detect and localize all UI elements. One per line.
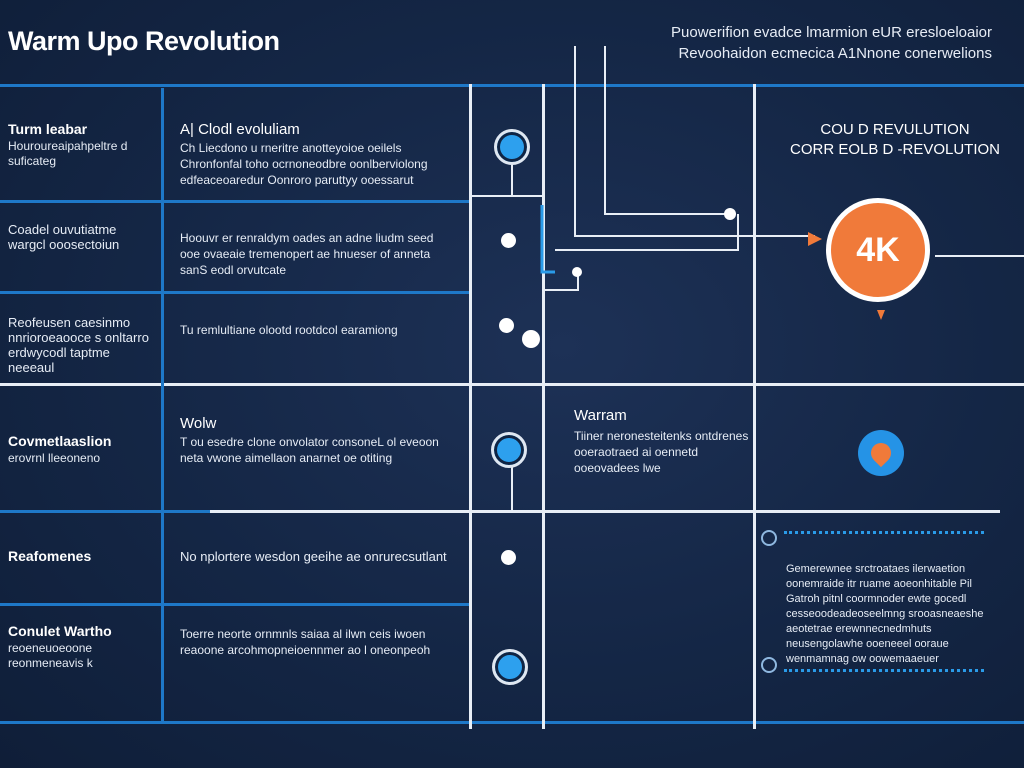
header-note-line-1: Puowerifion evadce lmarmion eUR eresloel… — [671, 24, 992, 41]
grid-line-row-2 — [0, 291, 470, 294]
grid-line-row-1 — [0, 200, 470, 203]
row-4-description: Wolw T ou esedre clone onvolator consone… — [180, 416, 455, 466]
row-5-label-title: Reafomenes — [8, 548, 92, 564]
row-4-label-body: erovrnl lleeoneno — [8, 451, 101, 465]
right-description-title: Warram — [574, 407, 627, 424]
panel-ring-bottom — [761, 657, 777, 673]
grid-column-2 — [469, 84, 472, 729]
grid-line-top — [0, 84, 1024, 87]
page-title: Warm Upo Revolution — [8, 26, 280, 56]
row-6-label: Conulet Wartho reoeneuoeoone reonmeneavi… — [8, 624, 156, 671]
right-description: Warram Tiiner neronesteitenks ontdrenes … — [574, 408, 754, 476]
row-4-description-title: Wolw — [180, 415, 217, 432]
right-title: COU D REVULUTION CORR EOLB D -REVOLUTION — [770, 120, 1020, 160]
row-2-description-body: Hoouvr er renraldym oades an adne liudm … — [180, 231, 434, 277]
row-5-label: Reafomenes — [8, 549, 156, 566]
row-1-label: Turm leabar Houroureaipahpeltre d sufica… — [8, 122, 156, 169]
panel-dotted-line-bottom — [784, 669, 984, 672]
right-panel-text: Gemerewnee srctroataes ilerwaetion oonem… — [786, 563, 984, 665]
header-note: Puowerifion evadce lmarmion eUR eresloel… — [671, 22, 992, 64]
grid-line-row-4 — [0, 510, 210, 513]
resolution-badge: 4K — [826, 198, 930, 302]
grid-column-4 — [753, 84, 756, 729]
timeline-node-4 — [491, 432, 527, 468]
row-1-label-title: Turm leabar — [8, 121, 88, 137]
right-title-line-1: COU D REVULUTION — [820, 121, 970, 138]
timeline-node-6 — [492, 649, 528, 685]
row-5-description-body: No nplortere wesdon geeihe ae onrurecsut… — [180, 549, 447, 564]
row-1-description-title: A| Clodl evoluliam — [180, 121, 300, 138]
right-title-line-2: CORR EOLB D -REVOLUTION — [789, 141, 1001, 158]
row-2-label-body: Coadel ouvutiatme wargcl ooosectoiun — [8, 222, 120, 252]
grid-line-row-5 — [0, 603, 470, 606]
timeline-dot-3a — [499, 318, 514, 333]
row-4-label: Covmetlaaslion erovrnl lleeoneno — [8, 434, 156, 466]
row-1-label-body: Houroureaipahpeltre d suficateg — [8, 139, 128, 168]
grid-line-middle — [0, 383, 1024, 386]
row-3-label-body: Reofeusen caesinmo nnrioroeaooce s onlta… — [8, 315, 149, 375]
grid-column-1 — [161, 88, 164, 722]
grid-line-row-4-right — [210, 510, 1000, 513]
row-1-description-body: Ch Liecdono u rneritre anotteyoioe oeile… — [180, 141, 428, 187]
connector-dot-a — [724, 208, 736, 220]
row-3-description: Tu remlultiane olootd rootdcol earamiong — [180, 322, 455, 338]
right-description-body: Tiiner neronesteitenks ontdrenes ooeraot… — [574, 429, 749, 475]
row-2-description: Hoouvr er renraldym oades an adne liudm … — [180, 230, 455, 278]
row-3-label: Reofeusen caesinmo nnrioroeaooce s onlta… — [8, 315, 156, 375]
header-note-line-2: Revoohaidon ecmecica A1Nnone conerwelion… — [678, 45, 992, 62]
location-pin-icon — [858, 430, 904, 476]
connector-dot-b — [572, 267, 582, 277]
timeline-dot-3b — [522, 330, 540, 348]
row-1-description: A| Clodl evoluliam Ch Liecdono u rneritr… — [180, 122, 455, 188]
row-4-label-title: Covmetlaaslion — [8, 433, 112, 449]
grid-line-bottom — [0, 721, 1024, 724]
panel-ring-top — [761, 530, 777, 546]
row-6-label-title: Conulet Wartho — [8, 623, 112, 639]
row-6-description: Toerre neorte ornmnls saiaa al ilwn ceis… — [180, 626, 455, 658]
panel-dotted-line-top — [784, 531, 984, 534]
timeline-dot-2 — [501, 233, 516, 248]
row-6-description-body: Toerre neorte ornmnls saiaa al ilwn ceis… — [180, 627, 431, 657]
row-6-label-body: reoeneuoeoone reonmeneavis k — [8, 641, 93, 670]
row-3-description-body: Tu remlultiane olootd rootdcol earamiong — [180, 323, 398, 337]
row-2-label: Coadel ouvutiatme wargcl ooosectoiun — [8, 222, 156, 252]
timeline-dot-5 — [501, 550, 516, 565]
row-4-description-body: T ou esedre clone onvolator consoneL ol … — [180, 435, 439, 465]
row-5-description: No nplortere wesdon geeihe ae onrurecsut… — [180, 549, 455, 565]
grid-column-3 — [542, 84, 545, 729]
timeline-node-1 — [494, 129, 530, 165]
